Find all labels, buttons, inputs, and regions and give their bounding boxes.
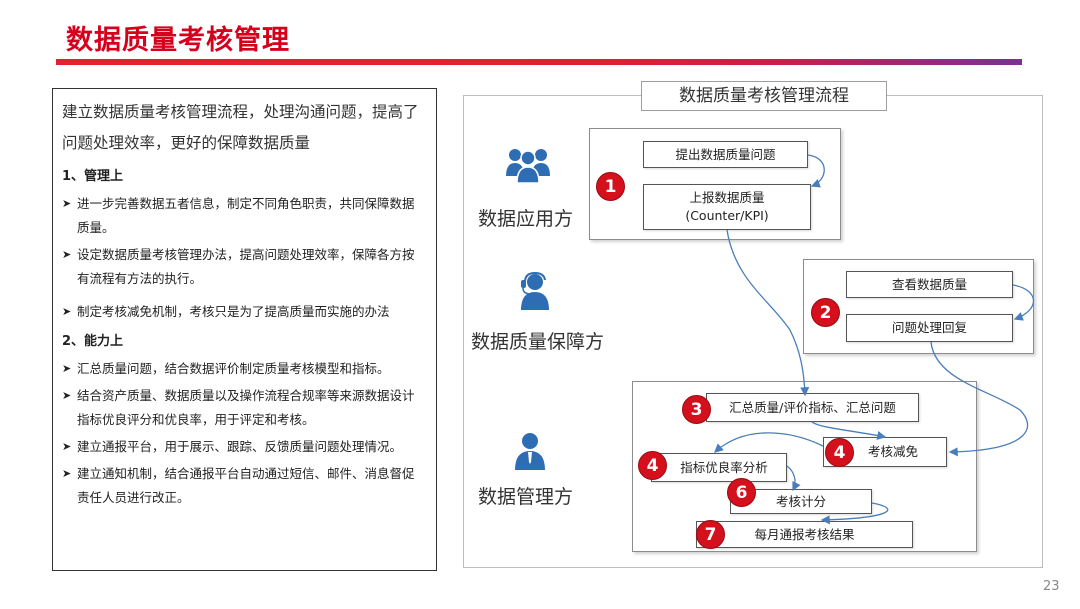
step-number-badge: 4 xyxy=(638,451,667,480)
user-group-icon xyxy=(506,149,550,184)
section-management-title: 1、管理上 xyxy=(62,169,124,184)
arrow-bullet-icon: ➤ xyxy=(62,389,72,402)
step-number-badge: 6 xyxy=(727,478,756,507)
step-summary: 汇总质量/评价指标、汇总问题 xyxy=(706,393,919,422)
list-item: ➤ 进一步完善数据五者信息，制定不同角色职责，共同保障数据质量。 xyxy=(62,192,426,240)
step-report-quality: 上报数据质量 (Counter/KPI) xyxy=(643,184,811,230)
diagram-title: 数据质量考核管理流程 xyxy=(641,81,887,111)
step-view-quality: 查看数据质量 xyxy=(846,271,1013,298)
step-number-badge: 1 xyxy=(596,172,625,201)
step-number-badge: 7 xyxy=(696,520,725,549)
arrow-bullet-icon: ➤ xyxy=(62,305,72,318)
slide-title: 数据质量考核管理 xyxy=(66,25,290,56)
step-number-badge: 3 xyxy=(682,395,711,424)
description-panel: 建立数据质量考核管理流程，处理沟通问题，提高了问题处理效率，更好的保障数据质量 … xyxy=(52,88,437,571)
list-item: ➤ 结合资产质量、数据质量以及操作流程合规率等来源数据设计指标优良评分和优良率，… xyxy=(62,384,426,432)
role-label-manager: 数据管理方 xyxy=(478,486,574,508)
step-raise-issue: 提出数据质量问题 xyxy=(643,141,808,168)
arrow-bullet-icon: ➤ xyxy=(62,197,72,210)
step-monthly-report: 每月通报考核结果 xyxy=(696,521,913,548)
list-item: ➤ 制定考核减免机制，考核只是为了提高质量而实施的办法 xyxy=(62,300,426,324)
role-label-guarantee: 数据质量保障方 xyxy=(471,331,605,353)
section-capability-title: 2、能力上 xyxy=(62,334,124,349)
arrow-bullet-icon: ➤ xyxy=(62,248,72,261)
list-item: ➤ 建立通报平台，用于展示、跟踪、反馈质量问题处理情况。 xyxy=(62,435,426,459)
intro-text: 建立数据质量考核管理流程，处理沟通问题，提高了问题处理效率，更好的保障数据质量 xyxy=(62,103,419,152)
list-item: ➤ 汇总质量问题，结合数据评价制定质量考核模型和指标。 xyxy=(62,357,426,381)
list-item: ➤ 设定数据质量考核管理办法，提高问题处理效率，保障各方按有流程有方法的执行。 xyxy=(62,243,426,291)
arrow-bullet-icon: ➤ xyxy=(62,362,72,375)
page-number: 23 xyxy=(1043,579,1060,594)
title-underline-bar xyxy=(56,59,1022,65)
step-reply-issue: 问题处理回复 xyxy=(846,314,1013,342)
role-label-app: 数据应用方 xyxy=(478,208,574,230)
arrow-bullet-icon: ➤ xyxy=(62,440,72,453)
manager-user-icon xyxy=(515,433,545,470)
step-number-badge: 4 xyxy=(825,438,854,467)
arrow-bullet-icon: ➤ xyxy=(62,467,72,480)
list-item: ➤ 建立通知机制，结合通报平台自动通过短信、邮件、消息督促责任人员进行改正。 xyxy=(62,462,426,510)
support-agent-icon xyxy=(521,272,549,310)
step-number-badge: 2 xyxy=(811,298,840,327)
step-rate-analysis: 指标优良率分析 xyxy=(651,453,787,482)
